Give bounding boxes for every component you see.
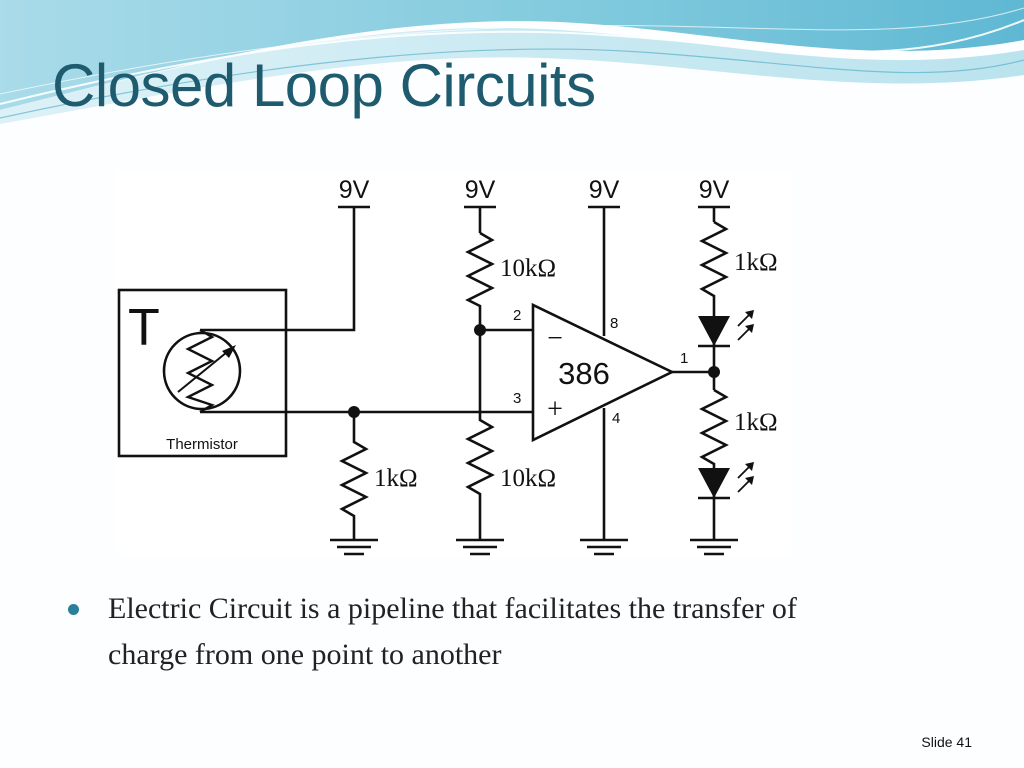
thermistor-box	[117, 288, 288, 458]
supply-label-4: 9V	[699, 176, 730, 204]
resistor-bottom-middle	[465, 330, 495, 540]
resistor-bottom-left	[339, 420, 369, 540]
supply-label-1: 9V	[339, 176, 370, 204]
led-1-triangle	[698, 316, 730, 346]
resistor-top-right-label: 1kΩ	[734, 249, 778, 276]
resistor-bottom-left-label: 1kΩ	[374, 465, 418, 492]
opamp-plus: +	[547, 394, 563, 425]
junction-dot-2	[348, 406, 360, 418]
thermistor-box-letter: T	[128, 299, 160, 357]
thermistor-label: Thermistor	[166, 436, 238, 453]
thermistor-arrow-line	[177, 347, 233, 393]
supply-rail-3	[588, 205, 620, 336]
resistor-bottom-middle-label: 10kΩ	[500, 465, 556, 492]
supply-rail-4	[698, 205, 730, 222]
resistor-top-middle-label: 10kΩ	[500, 255, 556, 282]
led-1-ray-head-a	[745, 310, 754, 319]
opamp-minus: −	[547, 323, 563, 354]
bullet-dot-icon	[68, 604, 79, 615]
circuit-schematic: 9V 9V 9V 9V T Thermistor 10kΩ 1kΩ 1kΩ 10…	[117, 176, 778, 556]
resistor-bottom-right	[699, 388, 729, 468]
pin-label-3: 3	[513, 390, 521, 407]
junction-dot-1	[474, 324, 486, 336]
bullet-item: Electric Circuit is a pipeline that faci…	[68, 586, 868, 678]
resistor-bottom-right-label: 1kΩ	[734, 409, 778, 436]
led-2-ray-head-a	[745, 462, 754, 471]
slide-number: Slide 41	[921, 734, 972, 750]
bullet-text: Electric Circuit is a pipeline that faci…	[108, 592, 797, 671]
pin-label-8: 8	[610, 315, 618, 332]
pin-label-1: 1	[680, 350, 688, 367]
bullet-list: Electric Circuit is a pipeline that faci…	[68, 586, 868, 678]
supply-label-2: 9V	[465, 176, 496, 204]
led-2-triangle	[698, 468, 730, 498]
thermistor-arrowhead	[222, 345, 236, 358]
ground-1	[330, 538, 378, 556]
led-2-ray-head-b	[745, 476, 754, 485]
junction-dot-3	[708, 366, 720, 378]
led-1-ray-head-b	[745, 324, 754, 333]
supply-rail-1	[286, 205, 370, 332]
thermistor-zigzag	[184, 328, 215, 414]
ground-4	[690, 538, 738, 556]
ground-3	[580, 538, 628, 556]
circuit-diagram: 9V 9V 9V 9V T Thermistor 10kΩ 1kΩ 1kΩ 10…	[116, 170, 792, 556]
supply-label-3: 9V	[589, 176, 620, 204]
resistor-top-middle	[465, 231, 533, 332]
pin-label-4: 4	[612, 410, 620, 427]
opamp-label: 386	[558, 356, 610, 391]
resistor-top-right	[699, 220, 729, 316]
thermistor-circle	[162, 331, 242, 411]
pin-label-2: 2	[513, 307, 521, 324]
opamp-triangle	[531, 302, 675, 443]
supply-rail-2	[464, 205, 496, 233]
ground-2	[456, 538, 504, 556]
thermistor-leads	[200, 328, 533, 420]
slide-title: Closed Loop Circuits	[52, 52, 596, 119]
